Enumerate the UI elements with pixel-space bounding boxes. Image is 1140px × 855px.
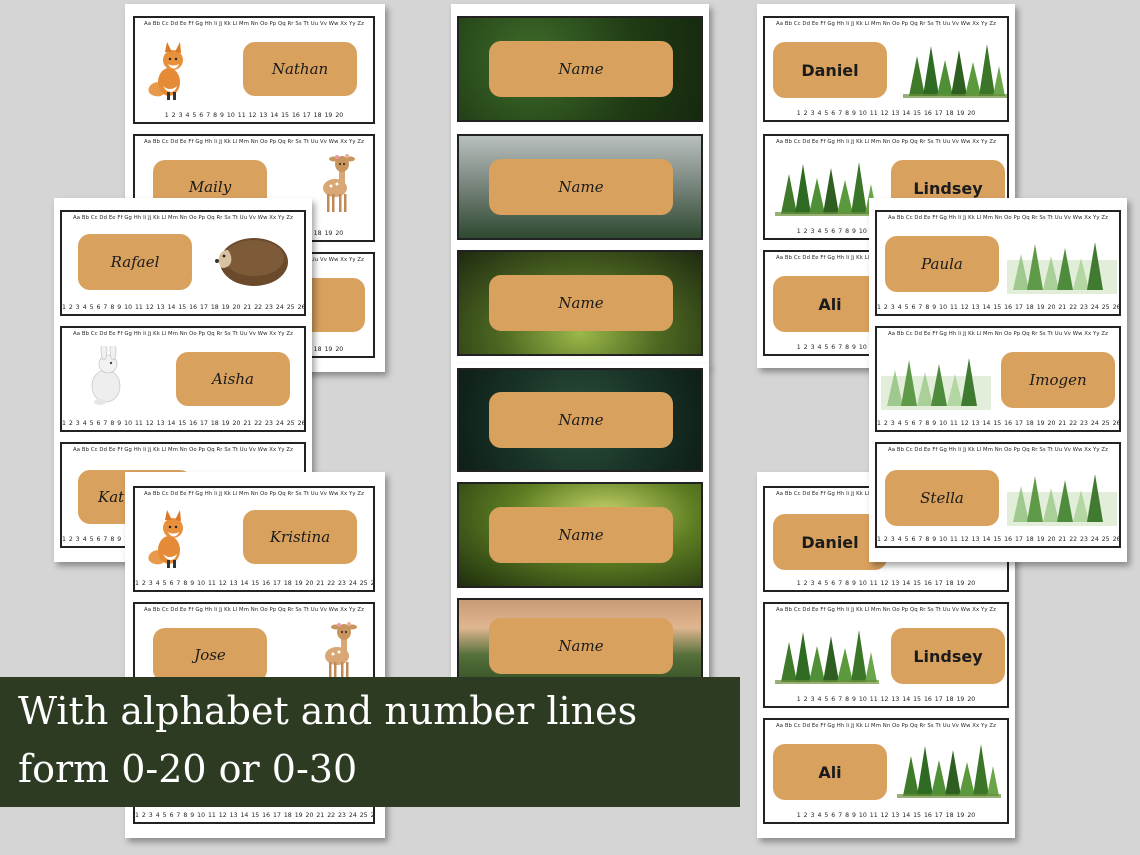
name-pill: Name xyxy=(489,618,673,674)
name-pill: Jose xyxy=(153,628,267,682)
name-tag-stella: Aa Bb Cc Dd Ee Ff Gg Hh Ii Jj Kk Ll Mm N… xyxy=(875,442,1121,548)
alphabet-line: Aa Bb Cc Dd Ee Ff Gg Hh Ii Jj Kk Ll Mm N… xyxy=(72,331,293,337)
fox-illustration xyxy=(148,510,183,568)
alphabet-line: Aa Bb Cc Dd Ee Ff Gg Hh Ii Jj Kk Ll Mm N… xyxy=(143,139,364,145)
worksheet-trees-front: Aa Bb Cc Dd Ee Ff Gg Hh Ii Jj Kk Ll Mm N… xyxy=(757,472,1015,838)
trees-illustration xyxy=(775,162,879,216)
name-pill: Kristina xyxy=(243,510,357,564)
alphabet-line: Aa Bb Cc Dd Ee Ff Gg Hh Ii Jj Kk Ll Mm N… xyxy=(887,447,1108,453)
number-line: 1 2 3 4 5 6 7 8 9 10 11 12 13 14 15 16 1… xyxy=(62,304,306,311)
name-tag-lindsey: Aa Bb Cc Dd Ee Ff Gg Hh Ii Jj Kk Ll Mm N… xyxy=(763,602,1009,708)
alphabet-line: Aa Bb Cc Dd Ee Ff Gg Hh Ii Jj Kk Ll Mm N… xyxy=(775,723,996,729)
name-pill: Lindsey xyxy=(891,628,1005,684)
number-line: 1 2 3 4 5 6 7 8 9 10 11 12 13 14 15 16 1… xyxy=(135,812,375,819)
trees-illustration xyxy=(897,744,1001,798)
forest-photo-tag: Name xyxy=(457,250,703,356)
worksheet-misty-trees: Aa Bb Cc Dd Ee Ff Gg Hh Ii Jj Kk Ll Mm N… xyxy=(869,198,1127,562)
worksheet-forest-photos-1: Name Name Name xyxy=(451,4,709,366)
name-pill: Stella xyxy=(885,470,999,526)
alphabet-line: Aa Bb Cc Dd Ee Ff Gg Hh Ii Jj Kk Ll Mm N… xyxy=(143,491,364,497)
name-pill: Name xyxy=(489,275,673,331)
name-pill: Ali xyxy=(773,276,887,332)
alphabet-line: Aa Bb Cc Dd Ee Ff Gg Hh Ii Jj Kk Ll Mm N… xyxy=(887,215,1108,221)
number-line: 1 2 3 4 5 6 7 8 9 10 11 12 13 14 15 16 1… xyxy=(796,696,976,703)
name-pill: Daniel xyxy=(773,42,887,98)
name-tag-paula: Aa Bb Cc Dd Ee Ff Gg Hh Ii Jj Kk Ll Mm N… xyxy=(875,210,1121,316)
forest-photo-tag: Name xyxy=(457,16,703,122)
number-line: 1 2 3 4 5 6 7 8 9 10 11 12 13 14 15 16 1… xyxy=(877,420,1121,427)
number-line: 1 2 3 4 5 6 7 8 9 10 11 12 13 14 15 16 1… xyxy=(796,812,976,819)
trees-illustration xyxy=(775,630,879,684)
name-pill: Daniel xyxy=(773,514,887,570)
name-pill: Name xyxy=(489,507,673,563)
number-line: 1 2 3 4 5 6 7 8 9 10 11 12 13 14 15 16 1… xyxy=(164,112,344,119)
alphabet-line: Aa Bb Cc Dd Ee Ff Gg Hh Ii Jj Kk Ll Mm N… xyxy=(72,215,293,221)
trees-illustration xyxy=(903,44,1007,98)
forest-photo-tag: Name xyxy=(457,482,703,588)
alphabet-line: Aa Bb Cc Dd Ee Ff Gg Hh Ii Jj Kk Ll Mm N… xyxy=(775,21,996,27)
forest-photo-tag: Name xyxy=(457,368,703,472)
number-line: 1 2 3 4 5 6 7 8 9 10 11 12 13 14 15 16 1… xyxy=(877,304,1121,311)
number-line: 1 2 3 4 5 6 7 8 9 10 11 12 13 14 15 16 1… xyxy=(62,420,306,427)
rabbit-illustration xyxy=(91,346,121,406)
alphabet-line: Aa Bb Cc Dd Ee Ff Gg Hh Ii Jj Kk Ll Mm N… xyxy=(72,447,293,453)
alphabet-line: Aa Bb Cc Dd Ee Ff Gg Hh Ii Jj Kk Ll Mm N… xyxy=(775,139,996,145)
name-tag-kristina: Aa Bb Cc Dd Ee Ff Gg Hh Ii Jj Kk Ll Mm N… xyxy=(133,486,375,592)
deer-illustration xyxy=(323,154,355,212)
name-tag-rafael: Aa Bb Cc Dd Ee Ff Gg Hh Ii Jj Kk Ll Mm N… xyxy=(60,210,306,316)
name-tag-ali: Aa Bb Cc Dd Ee Ff Gg Hh Ii Jj Kk Ll Mm N… xyxy=(763,718,1009,824)
name-pill: Name xyxy=(489,392,673,448)
number-line: 1 2 3 4 5 6 7 8 9 10 11 12 13 14 15 16 1… xyxy=(135,580,375,587)
name-pill: Rafael xyxy=(78,234,192,290)
alphabet-line: Aa Bb Cc Dd Ee Ff Gg Hh Ii Jj Kk Ll Mm N… xyxy=(143,21,364,27)
misty-trees-illustration xyxy=(881,358,991,410)
fox-illustration xyxy=(148,42,183,100)
misty-trees-illustration xyxy=(1007,242,1117,294)
name-pill: Ali xyxy=(773,744,887,800)
name-pill: Aisha xyxy=(176,352,290,406)
name-pill: Paula xyxy=(885,236,999,292)
worksheet-forest-photos-2: Name Name Name xyxy=(451,364,709,694)
caption-banner: With alphabet and number lines form 0-20… xyxy=(0,677,740,807)
number-line: 1 2 3 4 5 6 7 8 9 10 11 12 13 14 15 16 1… xyxy=(796,110,976,117)
number-line: 1 2 3 4 5 6 7 8 9 10 11 12 13 14 15 16 1… xyxy=(796,580,976,587)
number-line: 1 2 3 4 5 6 7 8 9 10 11 12 13 14 15 16 1… xyxy=(877,536,1121,543)
name-tag-imogen: Aa Bb Cc Dd Ee Ff Gg Hh Ii Jj Kk Ll Mm N… xyxy=(875,326,1121,432)
forest-photo-tag: Name xyxy=(457,134,703,240)
name-pill: Name xyxy=(489,159,673,215)
name-pill: Name xyxy=(489,41,673,97)
caption-line-1: With alphabet and number lines xyxy=(18,689,638,733)
name-tag-daniel: Aa Bb Cc Dd Ee Ff Gg Hh Ii Jj Kk Ll Mm N… xyxy=(763,16,1009,122)
caption-line-2: form 0-20 or 0-30 xyxy=(18,747,358,791)
alphabet-line: Aa Bb Cc Dd Ee Ff Gg Hh Ii Jj Kk Ll Mm N… xyxy=(143,607,364,613)
alphabet-line: Aa Bb Cc Dd Ee Ff Gg Hh Ii Jj Kk Ll Mm N… xyxy=(775,607,996,613)
name-tag-nathan: Aa Bb Cc Dd Ee Ff Gg Hh Ii Jj Kk Ll Mm N… xyxy=(133,16,375,124)
name-tag-aisha: Aa Bb Cc Dd Ee Ff Gg Hh Ii Jj Kk Ll Mm N… xyxy=(60,326,306,432)
misty-trees-illustration xyxy=(1007,474,1117,526)
alphabet-line: Aa Bb Cc Dd Ee Ff Gg Hh Ii Jj Kk Ll Mm N… xyxy=(887,331,1108,337)
name-pill: Nathan xyxy=(243,42,357,96)
hedgehog-illustration xyxy=(215,238,288,286)
name-pill: Imogen xyxy=(1001,352,1115,408)
